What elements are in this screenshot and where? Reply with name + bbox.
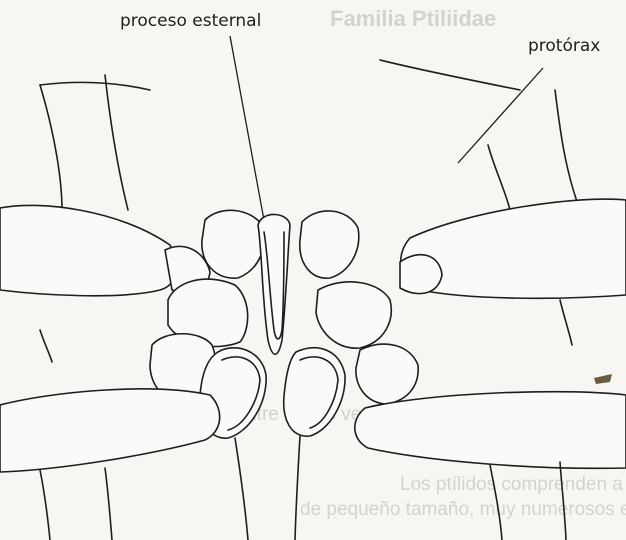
left-procoxa bbox=[202, 210, 264, 278]
right-middle-femur bbox=[355, 392, 626, 469]
bleed-line-2: de pequeño tamaño, muy numerosos en bbox=[300, 499, 626, 520]
right-front-coxa bbox=[400, 255, 442, 294]
bleed-line-1: Los ptílidos comprenden a escarabajos bbox=[400, 474, 626, 495]
label-proceso-esternal: proceso esternal bbox=[120, 11, 261, 31]
right-mesosternal-piece bbox=[356, 344, 418, 404]
leader-protorax bbox=[458, 68, 543, 163]
label-protorax: protórax bbox=[528, 36, 600, 56]
paper-speck bbox=[594, 374, 612, 384]
right-mesepisternum bbox=[316, 282, 391, 348]
bleed-title: Familia Ptiliidae bbox=[330, 6, 496, 31]
sternal-process bbox=[258, 214, 290, 354]
right-procoxa bbox=[300, 211, 359, 278]
left-front-femur bbox=[0, 205, 176, 295]
left-middle-femur bbox=[0, 389, 220, 472]
